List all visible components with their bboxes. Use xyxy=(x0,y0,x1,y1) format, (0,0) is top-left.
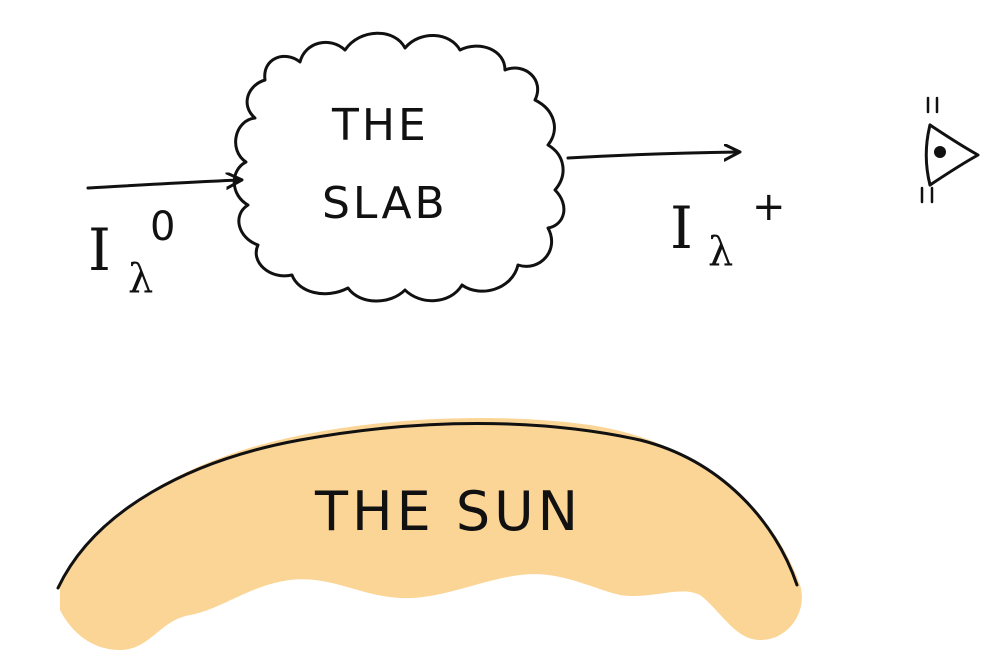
eye-icon xyxy=(920,96,980,204)
slab-cloud xyxy=(232,31,566,303)
incoming-intensity-label: I λ 0 xyxy=(88,204,175,302)
incoming-intensity-symbol: I xyxy=(88,216,111,284)
sun-label: THE SUN xyxy=(314,480,582,543)
slab-label-line2: SLAB xyxy=(322,178,448,229)
outgoing-intensity-subscript: λ xyxy=(708,229,733,275)
outgoing-intensity-symbol: I xyxy=(670,194,693,262)
incoming-intensity-subscript: λ xyxy=(128,256,153,302)
sun-fill xyxy=(60,417,802,650)
arrow-right-icon xyxy=(566,152,738,158)
sun-outline xyxy=(56,422,799,590)
outgoing-intensity-superscript: + xyxy=(752,184,786,230)
arrow-right-icon xyxy=(86,180,240,188)
incoming-intensity-superscript: 0 xyxy=(150,204,175,250)
slab-label-line1: THE xyxy=(331,100,429,151)
outgoing-intensity-label: I λ + xyxy=(670,184,786,275)
